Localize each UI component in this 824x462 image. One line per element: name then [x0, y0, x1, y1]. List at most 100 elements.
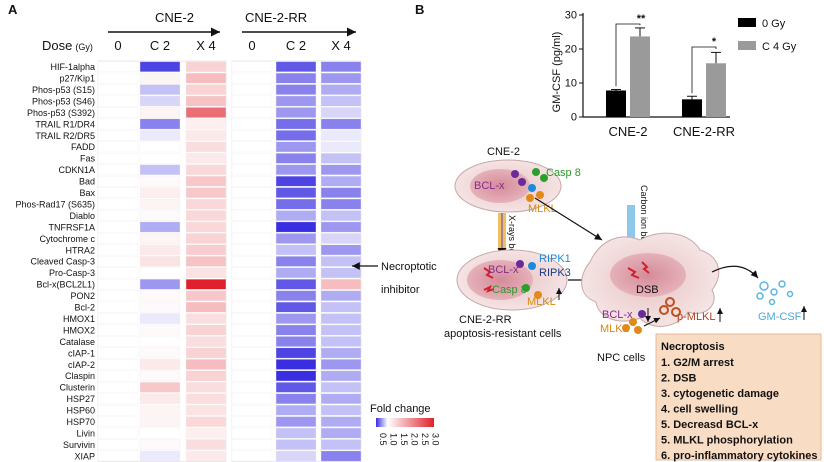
- heatmap-cell: [97, 290, 139, 302]
- necroptosis-item: 4. cell swelling: [661, 404, 738, 416]
- panel-a-label: A: [8, 2, 18, 17]
- mlkl-molecule-icon: [536, 191, 544, 199]
- heatmap-cell: [139, 427, 181, 439]
- heatmap-cell: [275, 267, 317, 279]
- heatmap-cell: [139, 267, 181, 279]
- arrow-cne2-to-npc: [534, 197, 603, 241]
- heatmap-cell: [97, 72, 139, 84]
- heatmap-cell: [139, 416, 181, 427]
- heatmap-cell: [320, 152, 362, 164]
- heatmap-row-label: HSP60: [66, 406, 95, 416]
- color-scale-tick: 1.0: [389, 433, 399, 446]
- heatmap-cell: [185, 416, 227, 427]
- heatmap-cell: [139, 244, 181, 256]
- heatmap-cell: [185, 152, 227, 164]
- heatmap-cell: [231, 244, 273, 256]
- heatmap-cell: [139, 187, 181, 199]
- label-bclx-rr: BCL-x: [488, 264, 519, 276]
- heatmap-cell: [185, 164, 227, 176]
- heatmap-cell: [320, 221, 362, 233]
- heatmap-row-label: CDKN1A: [58, 165, 95, 175]
- heatmap-cell: [185, 347, 227, 359]
- group-label-cne2: CNE-2: [155, 10, 194, 25]
- heatmap-cell: [275, 427, 317, 439]
- heatmap-row-label: HSP70: [66, 417, 95, 427]
- heatmap-cell: [139, 84, 181, 95]
- p-mlkl-molecule-icon: [671, 307, 681, 317]
- heatmap-cell: [320, 324, 362, 336]
- heatmap-cell: [320, 130, 362, 141]
- column-header: 0: [248, 38, 255, 53]
- bar: [682, 99, 702, 117]
- color-scale-bar: [376, 418, 434, 427]
- heatmap-cell: [97, 393, 139, 405]
- mlkl-molecule-icon: [526, 194, 534, 202]
- heatmap-cell: [320, 107, 362, 118]
- heatmap-cell: [320, 336, 362, 347]
- heatmap-cell: [139, 324, 181, 336]
- heatmap-cell: [97, 256, 139, 267]
- p-mlkl-molecule-icon: [665, 297, 675, 307]
- heatmap-cell: [275, 233, 317, 244]
- heatmap-cell: [139, 301, 181, 313]
- heatmap-cell: [320, 233, 362, 244]
- heatmap: [97, 60, 362, 462]
- heatmap-cell: [231, 233, 273, 244]
- heatmap-cell: [275, 336, 317, 347]
- heatmap-cell: [97, 118, 139, 130]
- mechanism-diagram: CNE-2 BCL-x Casp 8 MLKL X-rays beams BCL…: [444, 146, 807, 364]
- y-axis-title: GM-CSF (pg/ml): [551, 32, 563, 113]
- heatmap-cell: [231, 210, 273, 221]
- heatmap-cell: [139, 175, 181, 187]
- color-scale-tick: 3.0: [431, 433, 441, 446]
- heatmap-row-label: Fas: [80, 154, 96, 164]
- heatmap-cell: [185, 256, 227, 267]
- heatmap-cell: [185, 393, 227, 405]
- heatmap-cell: [320, 404, 362, 416]
- heatmap-cell: [320, 256, 362, 267]
- label-gm-csf: GM-CSF: [758, 311, 802, 323]
- heatmap-cell: [275, 244, 317, 256]
- heatmap-cell: [185, 370, 227, 382]
- heatmap-cell: [185, 61, 227, 73]
- label-ripk1: RIPK1: [539, 253, 571, 265]
- heatmap-cell: [185, 427, 227, 439]
- heatmap-row-label: HSP27: [66, 394, 95, 404]
- heatmap-cell: [275, 324, 317, 336]
- heatmap-cell: [275, 141, 317, 153]
- column-header: C 2: [286, 38, 306, 53]
- phosphorylation-arrow: [643, 317, 661, 327]
- label-casp8-top: Casp 8: [546, 167, 581, 179]
- heatmap-cell: [231, 278, 273, 290]
- necroptosis-item: 5. MLKL phosphorylation: [661, 435, 793, 447]
- heatmap-cell: [185, 267, 227, 279]
- heatmap-cell: [275, 95, 317, 107]
- heatmap-cell: [139, 95, 181, 107]
- heatmap-cell: [231, 290, 273, 302]
- y-tick-label: 30: [565, 10, 577, 22]
- label-carbon-ion: Carbon ion beams: [639, 185, 649, 259]
- heatmap-cell: [320, 267, 362, 279]
- heatmap-cell: [320, 450, 362, 462]
- heatmap-cell: [139, 393, 181, 405]
- casp8-molecule-icon: [532, 168, 540, 176]
- heatmap-cell: [320, 175, 362, 187]
- dna-damage-icon: [627, 267, 640, 279]
- bclx-molecule-icon: [518, 178, 526, 186]
- npc-nucleus: [610, 253, 686, 297]
- heatmap-cell: [231, 370, 273, 382]
- heatmap-row-label: Phos-p53 (S15): [32, 85, 95, 95]
- heatmap-cell: [231, 313, 273, 324]
- column-header: X 4: [196, 38, 216, 53]
- heatmap-cell: [320, 210, 362, 221]
- legend-label-c4gy: C 4 Gy: [762, 41, 797, 53]
- heatmap-row-label: Phos-p53 (S46): [32, 96, 95, 106]
- heatmap-row-label: HIF-1alpha: [50, 62, 95, 72]
- heatmap-cell: [97, 175, 139, 187]
- label-casp8-rr: Casp 8: [492, 284, 527, 296]
- heatmap-cell: [139, 221, 181, 233]
- heatmap-cell: [97, 84, 139, 95]
- color-scale-tick: 2.5: [420, 433, 430, 446]
- label-bclx-npc: BCL-x: [602, 309, 633, 321]
